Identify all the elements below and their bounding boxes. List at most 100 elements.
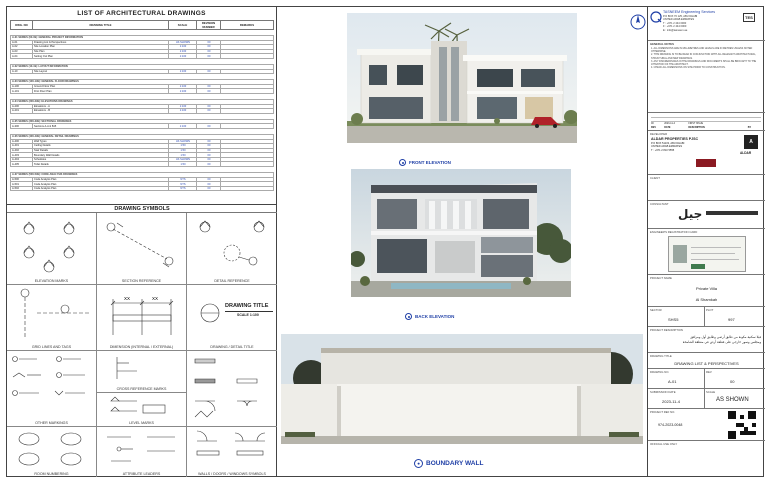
client-label: CLIENT (650, 176, 660, 180)
boundary-wall-marker-icon (414, 459, 423, 468)
attribute-leaders-cell: ATTRIBUTE LEADERS (97, 427, 187, 477)
consultant-address-line: E : info@tasneem.ae (663, 28, 688, 32)
elevation-marks-symbol (23, 221, 75, 273)
boundary-wall-render (281, 334, 643, 444)
drawing-number: A-502 (10, 185, 33, 192)
engineer-photo (673, 245, 687, 263)
back-elevation-render (351, 169, 571, 297)
attribute-leaders-symbol (107, 436, 175, 462)
dimension-caption: DIMENSION (INTERNAL / EXTERNAL) (109, 345, 174, 349)
project-desc-label: PROJECT DESCRIPTION (650, 328, 683, 332)
dimension-cell: XX XX DIMENSION (INTERNAL / EXTERNAL) (97, 285, 187, 351)
back-elevation-label: BACK ELEVATION (405, 313, 454, 320)
plot-label: PLOT (706, 308, 714, 312)
general-note: 4. CHECK ALL DIMENSIONS ON SITE PRIOR TO… (651, 66, 726, 70)
grid-lines-cell: GRID LINES AND TAGS (7, 285, 97, 351)
revision-header-cell: REV (651, 126, 656, 129)
other-markings-symbol (12, 356, 85, 396)
developer-address-line: UNITED ARAB EMIRATES (651, 145, 683, 149)
official-use-label: OFFICIAL USE ONLY (650, 442, 678, 446)
drawing-title-sample: DRAWING TITLE (225, 303, 269, 309)
dimension-text-2: XX (152, 296, 158, 301)
consultant-name: TASNEEM Engineering Services (663, 10, 716, 14)
general-note: 2. THIS DRAWING IS TO BE READ IN CONJUNC… (651, 53, 757, 60)
drawing-title: Code Analysis Plan (32, 185, 169, 192)
sector-plot-block: SECTOR PLOT SHS5 997 (648, 307, 765, 327)
consultant-block: CONSULTANT جيل (648, 201, 765, 229)
consultant-address-line: F : +971 2 444 0000 (663, 25, 687, 29)
developer-flag-icon (696, 159, 716, 167)
drawing-list-header-cell: SCALE (168, 20, 197, 30)
project-description-line: ومجلس وسور خارجي على قطعة أرض في منطقة ا… (682, 340, 761, 344)
project-name-block: PROJECT NAME Private Villa Al Shamkah (648, 275, 765, 307)
detail-reference-cell: DETAIL REFERENCE (187, 213, 277, 285)
front-elevation-label: FRONT ELEVATION (399, 159, 451, 166)
sector-value: SHS5 (668, 317, 679, 322)
consultant-address-line: T : +971 2 444 0000 (663, 21, 687, 25)
developer-address-line: T : +971 2 810 5555 (651, 148, 675, 152)
walls-doors-caption: WALLS / DOORS / WINDOWS SYMBOLS (198, 472, 266, 476)
back-elevation-marker-icon (405, 313, 412, 320)
project-description-line: فيلا سكنية مكونة من طابق أرضي وطابق أول … (690, 335, 761, 339)
sector-label: SECTOR (650, 308, 662, 312)
boundary-wall-label: BOUNDARY WALL (414, 459, 483, 468)
elevation-marks-cell: ELEVATION MARKS (7, 213, 97, 285)
back-elevation-title: BACK ELEVATION (415, 314, 455, 319)
project-description: فيلا سكنية مكونة من طابق أرضي وطابق أول … (651, 335, 761, 345)
level-marks-caption: LEVEL MARKS (129, 421, 154, 425)
room-numbering-caption: ROOM NUMBERING (34, 472, 69, 476)
drawing-list-header-cell: DRAWING TITLE (32, 20, 169, 30)
drawing-list-header-cell: REVISION NUMBER (196, 20, 221, 30)
section-reference-symbol (106, 222, 174, 268)
front-elevation-render (347, 13, 577, 143)
qr-code-icon (728, 411, 756, 439)
drawing-list-header-cell: DWG. NO (10, 20, 33, 30)
scale-label: SCALE (706, 390, 716, 394)
developer-name: ALDAR PROPERTIES PJSC (651, 137, 699, 141)
revision-header-cell: DATE (664, 126, 671, 129)
walls-doors-cell: WALLS / DOORS / WINDOWS SYMBOLS (187, 427, 277, 477)
drawing-title-cell: DRAWING TITLE SCALE 1:100 DRAWING / DETA… (187, 285, 277, 351)
boundary-wall-title: BOUNDARY WALL (426, 460, 484, 467)
developer-label: DEVELOPER (650, 132, 668, 136)
grid-lines-caption: GRID LINES AND TAGS (31, 345, 72, 349)
grid-lines-symbol (20, 288, 89, 337)
level-marks-cell: LEVEL MARKS (97, 393, 187, 427)
front-elevation-marker-icon (399, 159, 406, 166)
cross-reference-caption: CROSS REFERENCE MARKS (116, 387, 167, 391)
consultant-label: CONSULTANT (650, 202, 669, 206)
drawing-title-block: DRAWING TITLE DRAWING LIST & PERSPECTIVE… (648, 353, 765, 369)
consultant-logo-icon (650, 11, 662, 23)
drawing-title-value: DRAWING LIST & PERSPECTIVES (674, 361, 739, 366)
project-name-label: PROJECT NAME (650, 276, 672, 280)
drawing-title-label: DRAWING TITLE (650, 354, 672, 358)
level-marks-symbol (110, 396, 166, 414)
title-block: TASNEEM Engineering Services P.O BOX 70 … (647, 7, 765, 476)
drawing-list-title: LIST OF ARCHITECTURAL DRAWINGS (77, 10, 206, 17)
engineer-card: ENGINEER'S REGISTRATION CARD (648, 229, 765, 275)
general-notes-title: GENERAL NOTES (650, 42, 675, 46)
developer-address-line: P.O BOX 51133, ABU DHABI (651, 142, 685, 145)
drawing-list-header-cell: REMARKS (220, 20, 274, 30)
other-markings-cell: OTHER MARKINGS (7, 351, 97, 427)
detail-reference-symbol (199, 220, 265, 266)
drawing-title-underline (225, 311, 273, 312)
revision-cell: FIRST ISSUE (688, 122, 704, 125)
developer-logo-mark: A (744, 135, 758, 149)
room-numbering-cell: ROOM NUMBERING (7, 427, 97, 477)
drawing-number-block: DRAWING NO. REV A-01 00 (648, 369, 765, 389)
official-use-block: OFFICIAL USE ONLY (648, 441, 765, 476)
card-stamp (691, 264, 705, 269)
general-notes-list: 1. ALL DIMENSIONS ARE IN MILLIMETRES AND… (651, 47, 762, 69)
perspectives-panel: FRONT ELEVATION (277, 7, 647, 476)
submission-scale-block: SUBMISSION DATE SCALE 2023-11-4 AS SHOWN (648, 389, 765, 409)
